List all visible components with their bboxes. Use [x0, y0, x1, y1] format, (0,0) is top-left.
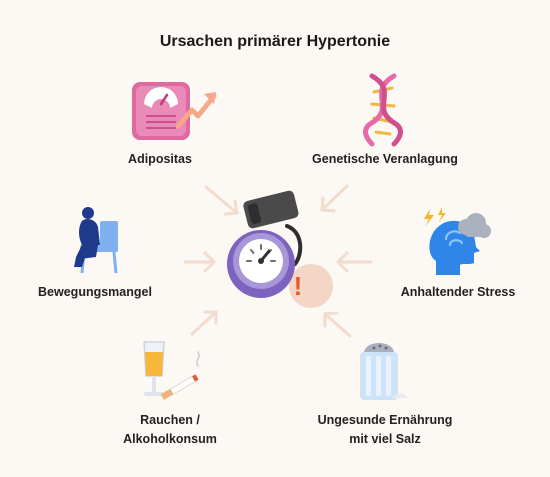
stressed-head-icon	[424, 207, 491, 275]
blood-pressure-monitor-icon	[227, 190, 333, 308]
cause-label-smoking: Rauchen / Alkoholkonsum	[123, 413, 217, 446]
cause-label-stress: Anhaltender Stress	[400, 285, 516, 299]
cause-label-genetic: Genetische Veranlagung	[312, 152, 458, 166]
scale-weight-gain-icon	[132, 82, 217, 140]
beer-cigarette-icon	[143, 341, 200, 401]
arrow-genetic	[320, 184, 349, 213]
cause-label-inactivity: Bewegungsmangel	[38, 285, 152, 299]
sitting-person-icon	[74, 207, 118, 274]
cause-label-adipositas: Adipositas	[128, 152, 192, 166]
cause-label-salt: Ungesunde Ernährung mit viel Salz	[317, 413, 453, 446]
arrow-adipositas	[204, 185, 239, 216]
salt-shaker-icon	[360, 343, 408, 400]
arrow-salt	[323, 311, 352, 338]
page-title: Ursachen primärer Hypertonie	[159, 33, 391, 50]
alert-badge: !	[293, 271, 303, 301]
dna-icon	[363, 73, 403, 147]
arrow-smoking	[190, 310, 218, 336]
arrow-stress	[336, 251, 373, 273]
arrow-inactivity	[183, 251, 216, 273]
